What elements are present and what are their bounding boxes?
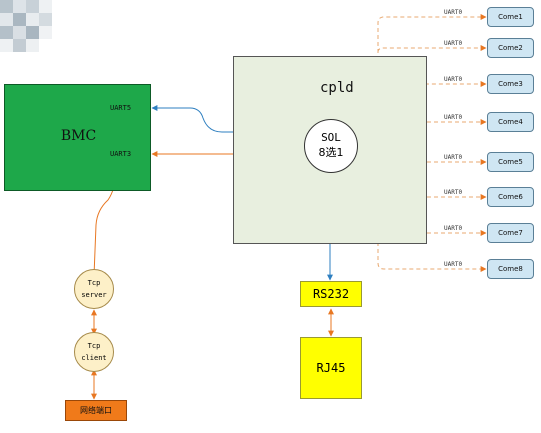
- sol-mux-label: 8选1: [318, 146, 344, 159]
- come-module-5: Come5: [487, 152, 534, 172]
- rs232-block: RS232: [300, 281, 362, 307]
- rj45-block: RJ45: [300, 337, 362, 399]
- uart0-label: UART0: [444, 225, 463, 232]
- network-port-block: 网络端口: [65, 400, 127, 421]
- uart0-label: UART0: [444, 154, 463, 161]
- uart0-label: UART0: [444, 114, 463, 121]
- uart0-label: UART0: [444, 40, 463, 47]
- come-module-4: Come4: [487, 112, 534, 132]
- come-module-2: Come2: [487, 38, 534, 58]
- come-module-6: Come6: [487, 187, 534, 207]
- tcp-client-circle: Tcp client: [74, 332, 114, 372]
- uart0-label: UART0: [444, 189, 463, 196]
- tcp-server-label-1: Tcp: [87, 279, 101, 287]
- cpld-block: cpld SOL 8选1: [233, 56, 427, 244]
- uart0-label: UART0: [444, 76, 463, 83]
- bmc-uart5-label: UART5: [110, 104, 132, 112]
- bmc-block: BMC UART5 UART3: [4, 84, 151, 191]
- sol-label: SOL: [321, 131, 341, 144]
- cpld-title: cpld: [320, 80, 354, 96]
- tcp-client-label-1: Tcp: [87, 342, 101, 350]
- uart0-label: UART0: [444, 9, 463, 16]
- bmc-title: BMC: [60, 128, 97, 144]
- come-module-3: Come3: [487, 74, 534, 94]
- blurred-corner-image: [0, 0, 52, 52]
- sol-mux-circle: SOL 8选1: [304, 119, 358, 173]
- tcp-client-label-2: client: [81, 354, 107, 362]
- come-module-1: Come1: [487, 7, 534, 27]
- tcp-server-label-2: server: [81, 291, 107, 299]
- tcp-server-circle: Tcp server: [74, 269, 114, 309]
- uart0-label: UART0: [444, 261, 463, 268]
- come-module-7: Come7: [487, 223, 534, 243]
- come-module-8: Come8: [487, 259, 534, 279]
- bmc-uart3-label: UART3: [110, 150, 132, 158]
